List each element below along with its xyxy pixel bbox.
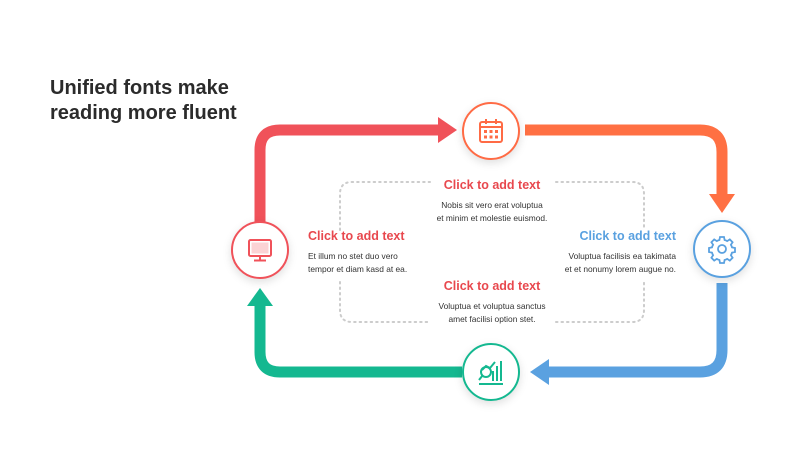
node-bottom[interactable] [462,343,520,401]
text-block-bottom-body[interactable]: Voluptua et voluptua sanctus amet facili… [438,301,546,324]
arrowhead-right [709,194,735,213]
text-block-top-body[interactable]: Nobis sit vero erat voluptua et minim et… [436,200,548,223]
text-block-right-heading[interactable]: Click to add text [579,229,676,243]
arrow-top-to-right [525,124,728,196]
text-block-bottom: Click to add text Voluptua et voluptua s… [392,279,592,326]
text-block-left-body[interactable]: Et illum no stet duo vero tempor et diam… [308,251,408,274]
arrow-bottom-to-left [254,304,462,378]
arrowhead-bottom [530,359,549,385]
arrowhead-left [247,288,273,306]
dotted-frame [339,181,645,323]
text-block-top: Click to add text Nobis sit vero erat vo… [392,178,592,225]
node-top[interactable] [462,102,520,160]
node-left[interactable] [231,221,289,279]
monitor-icon [248,239,272,262]
chart-magnifier-icon [478,361,503,385]
calendar-icon [479,119,503,143]
text-block-right: Click to add text Voluptua facilisis ea … [522,229,676,276]
arrow-left-to-top [254,124,440,222]
dotted-corner-br [555,281,645,323]
page-title: Unified fonts make reading more fluent [50,77,237,124]
text-block-bottom-heading[interactable]: Click to add text [443,279,541,293]
arrowhead-top [438,117,457,143]
text-block-right-body[interactable]: Voluptua facilisis ea takimata et et non… [564,251,676,274]
dotted-corner-tl [339,181,431,231]
node-right[interactable] [693,220,751,278]
text-block-top-heading[interactable]: Click to add text [443,178,541,192]
gear-icon [708,236,736,264]
text-block-left-heading[interactable]: Click to add text [308,229,405,243]
arrow-right-to-bottom [548,283,728,378]
dotted-corner-tr [555,181,645,231]
text-block-left: Click to add text Et illum no stet duo v… [308,229,458,276]
dotted-corner-bl [339,281,431,323]
